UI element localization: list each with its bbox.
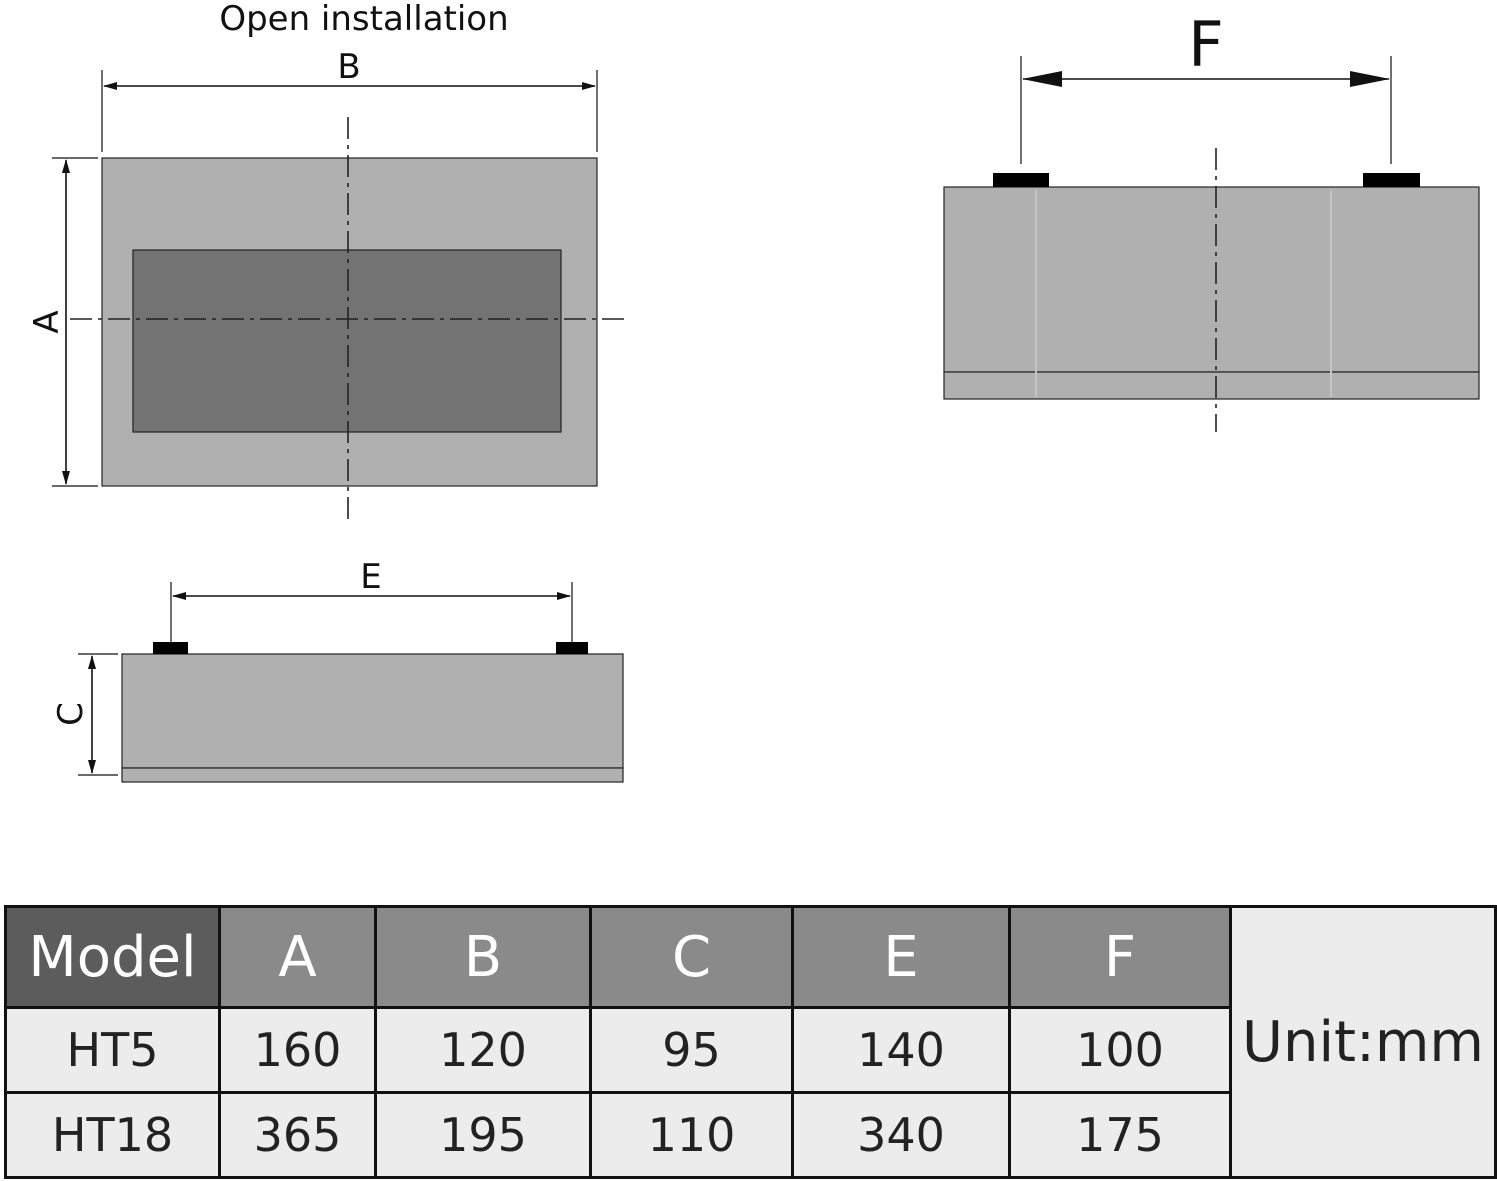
table-header-row: Model A B C E F Unit:mm (4, 905, 1497, 1179)
unit-label: Unit:mm (1229, 905, 1497, 1179)
cell-e: 140 (791, 1006, 1011, 1094)
cell-f: 175 (1008, 1091, 1232, 1179)
small-side-view-left-foot (153, 642, 188, 654)
header-b: B (374, 905, 592, 1009)
cell-f: 100 (1008, 1006, 1232, 1094)
cell-a: 160 (218, 1006, 377, 1094)
dimension-e: E (170, 557, 573, 642)
top-view-window (132, 249, 562, 433)
dimension-c-label: C (51, 702, 91, 726)
dimension-a: A (27, 157, 98, 487)
table-row: HT18 365 195 110 340 175 (4, 1091, 1496, 1179)
cell-model: HT18 (4, 1091, 221, 1179)
header-e: E (791, 905, 1011, 1009)
large-side-view (943, 148, 1480, 432)
top-view (70, 117, 627, 525)
dimension-drawing: Open installation B A E (27, 0, 1480, 783)
large-side-view-right-foot (1363, 173, 1420, 187)
small-side-view-right-foot (556, 642, 588, 654)
dimension-table: Model A B C E F Unit:mm HT5 160 120 95 1… (4, 905, 1497, 1179)
cell-c: 110 (589, 1091, 794, 1179)
large-side-view-body (943, 186, 1480, 373)
cell-a: 365 (218, 1091, 377, 1179)
header-a: A (218, 905, 377, 1009)
dimension-e-label: E (360, 557, 381, 597)
dimension-f: F (1020, 8, 1392, 164)
large-side-view-left-foot (993, 173, 1049, 187)
drawing-title: Open installation (219, 0, 508, 39)
small-side-view-body (121, 653, 624, 769)
cell-model: HT5 (4, 1006, 221, 1094)
dimension-b-label: B (337, 47, 360, 87)
header-c: C (589, 905, 794, 1009)
cell-b: 120 (374, 1006, 592, 1094)
small-side-view-base (121, 767, 624, 783)
dimension-c: C (51, 653, 118, 776)
dimension-b: B (101, 47, 598, 152)
dimension-a-label: A (27, 310, 67, 333)
cell-b: 195 (374, 1091, 592, 1179)
table-row: HT5 160 120 95 140 100 (4, 1006, 1496, 1094)
header-model: Model (4, 905, 221, 1009)
dimension-f-label: F (1188, 8, 1224, 81)
small-side-view (121, 642, 624, 783)
cell-c: 95 (589, 1006, 794, 1094)
large-side-view-base (943, 371, 1480, 400)
cell-e: 340 (791, 1091, 1011, 1179)
header-f: F (1008, 905, 1232, 1009)
